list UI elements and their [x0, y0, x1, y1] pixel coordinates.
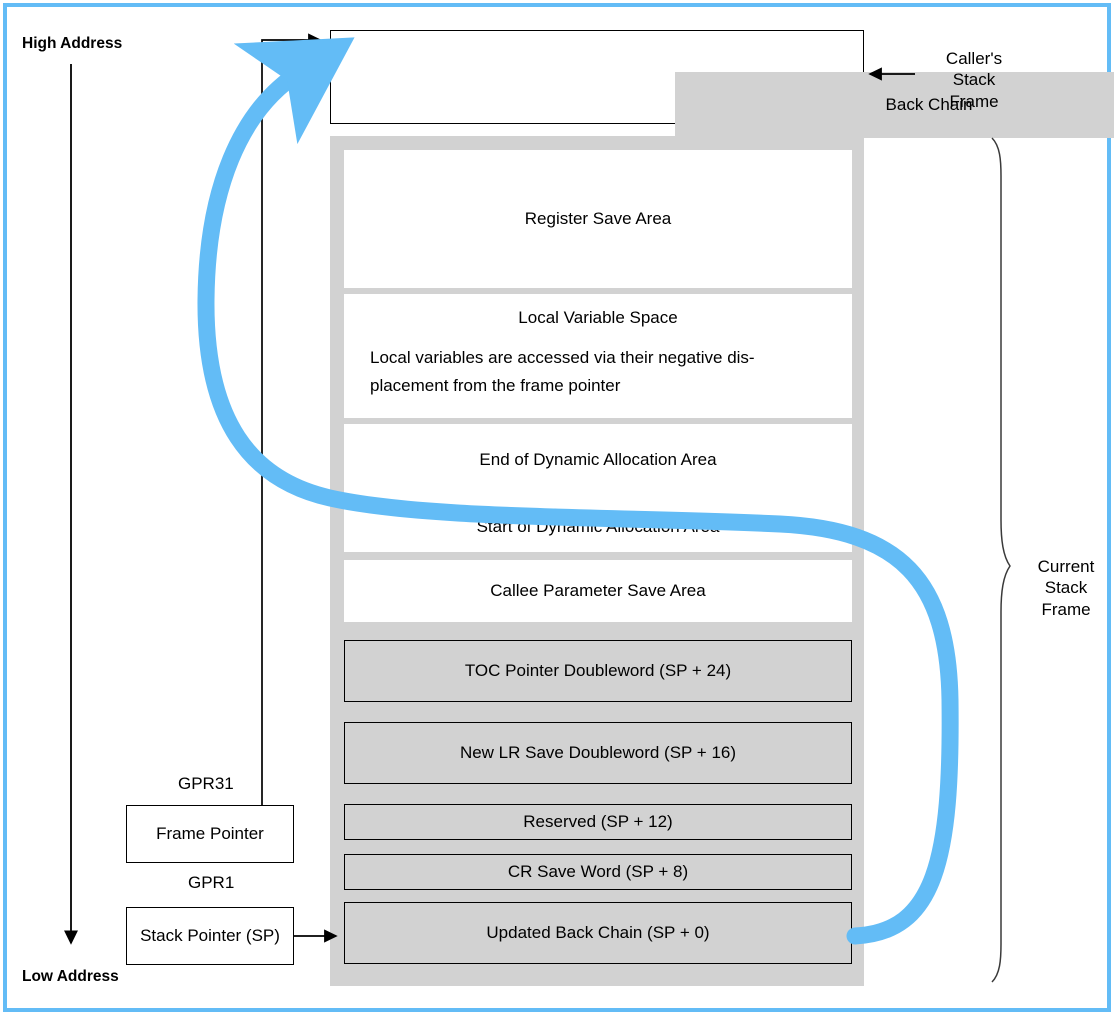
- row-callee-parameter-save-area: Callee Parameter Save Area: [344, 560, 852, 622]
- current-stack-frame-label: Current Stack Frame: [1026, 556, 1106, 620]
- row-local-variable-space: Local Variable Space Local variables are…: [344, 294, 852, 418]
- current-label-line-3: Frame: [1041, 599, 1091, 619]
- local-variable-space-description: Local variables are accessed via their n…: [370, 348, 755, 367]
- row-register-save-area: Register Save Area: [344, 150, 852, 288]
- callers-label-line-3: Frame: [949, 91, 999, 111]
- low-address-label: Low Address: [22, 968, 119, 985]
- row-new-lr-save-doubleword: New LR Save Doubleword (SP + 16): [344, 722, 852, 784]
- dynamic-allocation-start-label: Start of Dynamic Allocation Area: [476, 517, 720, 536]
- callers-label-line-1: Caller's: [945, 49, 1003, 68]
- stack-pointer-box: Stack Pointer (SP): [126, 907, 294, 965]
- back-chain-row: Back Chain: [675, 72, 1114, 138]
- current-stack-frame-container: Register Save Area Local Variable Space …: [330, 136, 864, 986]
- row-dynamic-allocation-area: End of Dynamic Allocation Area Start of …: [344, 424, 852, 552]
- current-label-line-1: Current: [1037, 557, 1095, 576]
- frame-pointer-box: Frame Pointer: [126, 805, 294, 863]
- current-label-line-2: Stack: [1044, 578, 1088, 598]
- gpr31-label: GPR31: [178, 774, 234, 793]
- local-variable-space-title: Local Variable Space: [518, 308, 678, 327]
- dynamic-allocation-end-label: End of Dynamic Allocation Area: [479, 450, 717, 469]
- local-variable-space-description-cont: placement from the frame pointer: [370, 376, 621, 396]
- high-address-label: High Address: [22, 35, 123, 52]
- gpr1-label: GPR1: [188, 873, 235, 892]
- row-cr-save-word: CR Save Word (SP + 8): [344, 854, 852, 890]
- callers-label-line-2: Stack: [952, 70, 996, 90]
- row-reserved: Reserved (SP + 12): [344, 804, 852, 840]
- callers-stack-frame-box: Back Chain: [330, 30, 1114, 138]
- row-updated-back-chain: Updated Back Chain (SP + 0): [344, 902, 852, 964]
- callers-stack-frame-label: Caller's Stack Frame: [926, 48, 1022, 112]
- row-toc-pointer-doubleword: TOC Pointer Doubleword (SP + 24): [344, 640, 852, 702]
